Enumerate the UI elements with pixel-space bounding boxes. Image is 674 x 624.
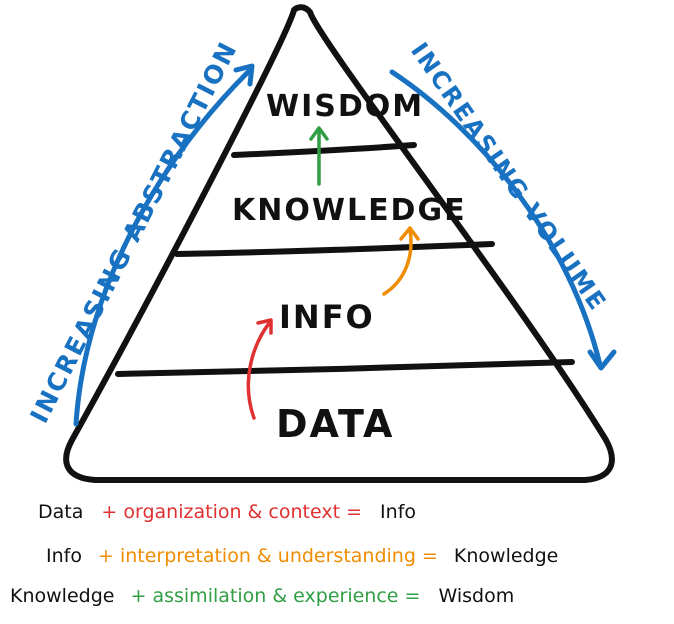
formula-operation: + assimilation & experience =	[131, 585, 421, 607]
formula-rhs: Wisdom	[439, 585, 515, 607]
divider-knowledge-info	[174, 241, 495, 257]
formula-operation: + interpretation & understanding =	[98, 545, 438, 567]
divider-wisdom-knowledge	[231, 142, 417, 158]
svg-text:Data + organization & co: Data + organization & context = Info	[38, 501, 416, 523]
formula-lhs: Info	[46, 545, 82, 567]
svg-text:Knowledge + assimilation: Knowledge + assimilation & experience = …	[10, 585, 514, 607]
level-label-info: INFO	[279, 298, 375, 336]
formula-data-to-info: Data + organization & context = Info	[38, 501, 416, 523]
volume-arrow	[389, 69, 617, 371]
formula-operation: + organization & context =	[101, 501, 362, 523]
divider-info-data	[115, 359, 575, 377]
formula-knowledge-to-wisdom: Knowledge + assimilation & experience = …	[10, 585, 514, 607]
level-label-wisdom: WISDOM	[266, 89, 424, 124]
pyramid-outline	[63, 4, 615, 483]
formula-lhs: Knowledge	[10, 585, 114, 607]
formula-lhs: Data	[38, 501, 83, 523]
abstraction-arrow	[73, 63, 255, 427]
formula-rhs: Info	[380, 501, 416, 523]
level-label-knowledge: KNOWLEDGE	[232, 193, 467, 228]
arrow-data-to-info	[246, 318, 273, 420]
level-label-data: DATA	[276, 402, 394, 446]
label-increasing-volume: INCREASING VOLUME	[405, 37, 612, 316]
arrow-info-to-knowledge	[382, 226, 420, 296]
formula-info-to-knowledge: Info + interpretation & understanding = …	[46, 545, 558, 567]
svg-text:Info + interpretation &: Info + interpretation & understanding = …	[46, 545, 558, 567]
arrow-knowledge-to-wisdom	[309, 126, 329, 186]
formula-rhs: Knowledge	[454, 545, 558, 567]
